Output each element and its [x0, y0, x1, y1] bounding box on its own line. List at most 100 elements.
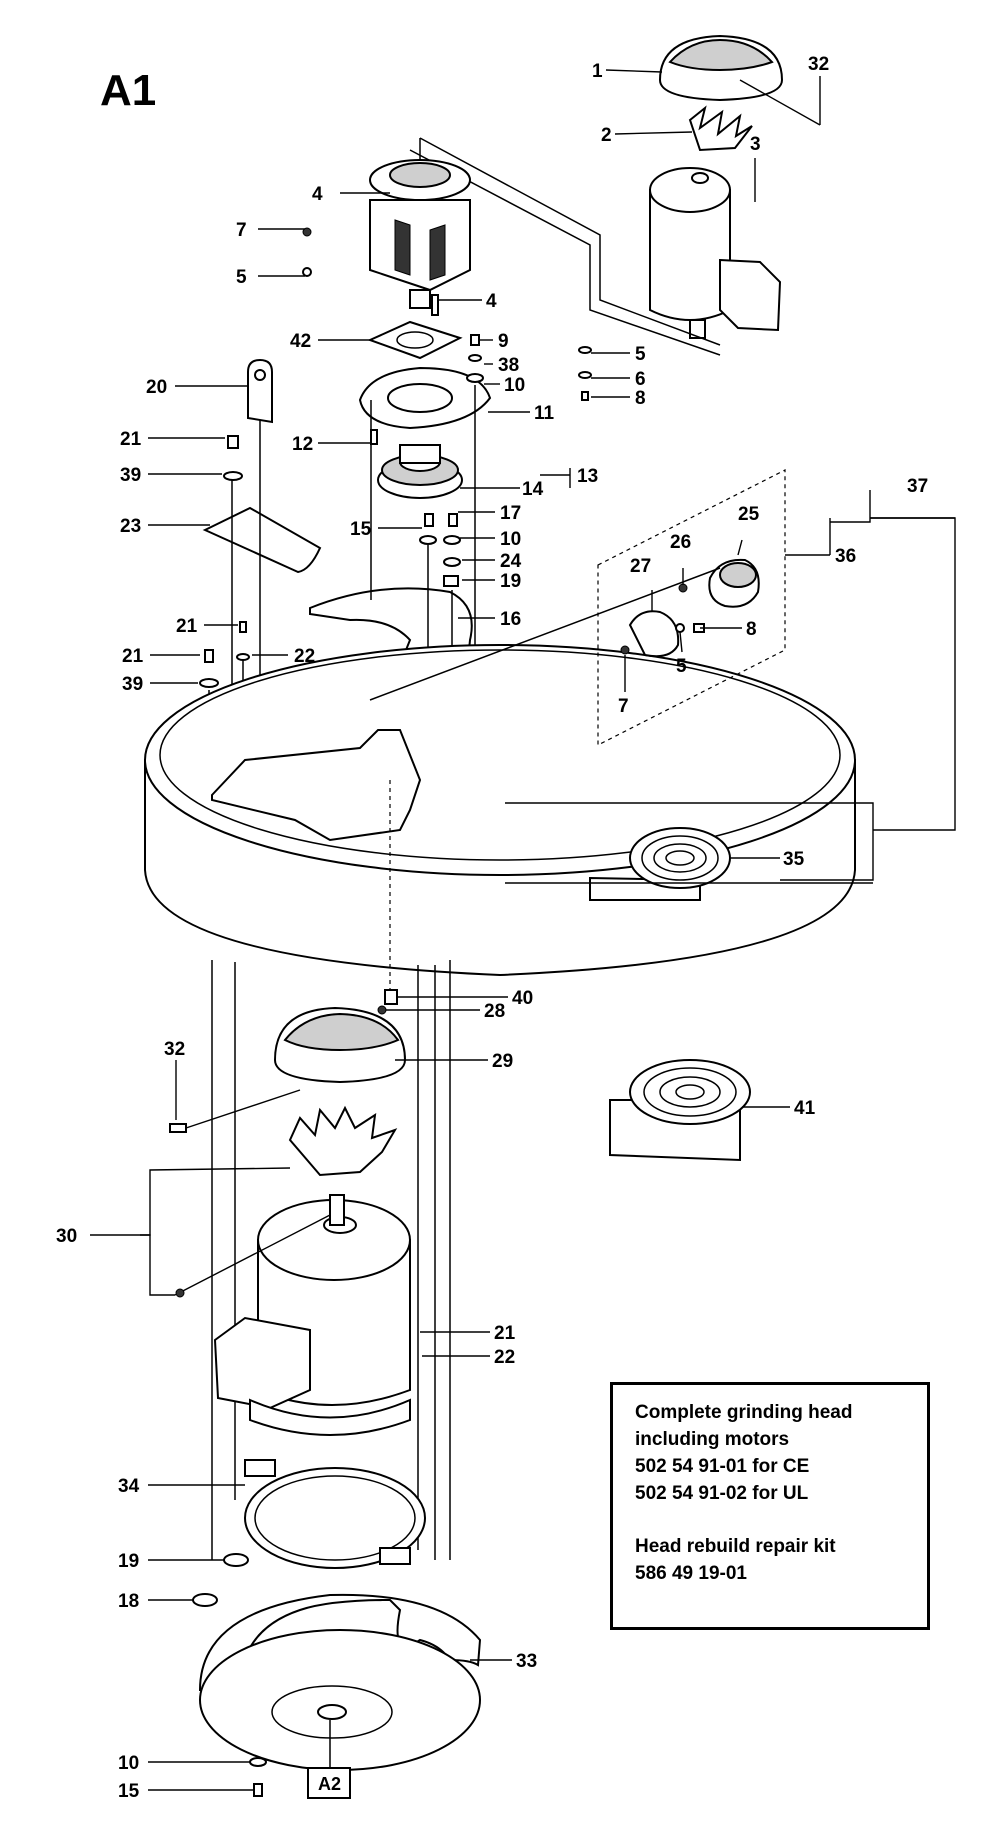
callout-29: 29 — [492, 1051, 513, 1072]
callout-8-right: 8 — [635, 388, 646, 409]
callout-13: 13 — [577, 466, 598, 487]
callout-41: 41 — [794, 1098, 816, 1119]
callout-25: 25 — [738, 504, 760, 525]
info-line-2: including motors — [635, 1429, 790, 1450]
callout-21-c: 21 — [122, 646, 144, 667]
callout-34: 34 — [118, 1476, 140, 1497]
callout-22-top: 22 — [294, 646, 315, 667]
callout-30: 30 — [56, 1226, 77, 1247]
callout-32-lower: 32 — [164, 1039, 185, 1060]
callout-6: 6 — [635, 369, 646, 390]
callout-17: 17 — [500, 503, 521, 524]
callout-18: 18 — [118, 1591, 139, 1612]
base-plate — [198, 1593, 482, 1771]
washer-19 — [223, 1553, 249, 1567]
callout-2: 2 — [601, 125, 612, 146]
kit-info-box: Complete grinding head including motors … — [610, 1382, 930, 1630]
motor-bracket — [358, 366, 492, 430]
link-a2-label[interactable]: A2 — [318, 1774, 341, 1794]
main-motor — [213, 1194, 411, 1436]
sensor-bracket — [384, 989, 398, 1005]
fan-top — [688, 105, 753, 152]
gear-motor — [369, 159, 471, 316]
info-line-4: 502 54 91-02 for UL — [635, 1483, 809, 1504]
callout-37: 37 — [907, 476, 928, 497]
sensor-assembly-box — [597, 469, 786, 746]
callout-11: 11 — [534, 403, 555, 424]
callout-8-sensor: 8 — [746, 619, 757, 640]
callout-19-top: 19 — [500, 571, 521, 592]
callout-26: 26 — [670, 532, 691, 553]
callout-20: 20 — [146, 377, 167, 398]
sensor-parts — [620, 558, 760, 658]
diagram-title: A1 — [100, 66, 156, 115]
callout-24: 24 — [500, 551, 522, 572]
lift-bracket — [247, 358, 273, 424]
fasteners-upper — [302, 227, 592, 587]
bolt-30 — [175, 1288, 185, 1298]
callout-32-top: 32 — [808, 54, 829, 75]
grinding-head-housing — [144, 644, 856, 977]
callout-10-mid: 10 — [500, 529, 521, 550]
callout-19-lower: 19 — [118, 1551, 139, 1572]
callout-28: 28 — [484, 1001, 505, 1022]
link-a2-box[interactable] — [307, 1767, 351, 1799]
sensor-line — [369, 567, 721, 701]
callout-1: 1 — [592, 61, 603, 82]
bolt-15-bottom — [253, 1783, 263, 1797]
callout-21-lower: 21 — [494, 1323, 516, 1344]
callout-42: 42 — [290, 331, 311, 352]
info-line-1: Complete grinding head — [635, 1402, 853, 1423]
callout-5-sensor: 5 — [676, 656, 687, 677]
callout-3: 3 — [750, 134, 761, 155]
wiring-lines-upper — [409, 137, 721, 356]
screw-28 — [377, 1005, 387, 1015]
callout-7-sensor: 7 — [618, 696, 629, 717]
info-line-5: Head rebuild repair kit — [635, 1536, 836, 1557]
callout-38: 38 — [498, 355, 519, 376]
washer-18 — [192, 1593, 218, 1607]
callout-21-b: 21 — [176, 616, 198, 637]
fan-cover-top — [658, 34, 784, 102]
fan-lower — [288, 1105, 398, 1177]
leader-lines — [90, 69, 956, 1791]
callout-39-b: 39 — [122, 674, 143, 695]
callout-36: 36 — [835, 546, 856, 567]
callout-39-a: 39 — [120, 465, 141, 486]
callout-10-top: 10 — [504, 375, 525, 396]
callout-22-lower: 22 — [494, 1347, 515, 1368]
callout-15-bottom: 15 — [118, 1781, 140, 1802]
screw-32-lower — [179, 1089, 301, 1131]
info-spacer — [635, 1507, 905, 1533]
fan-cover-lower — [273, 1006, 407, 1084]
callout-5-right: 5 — [635, 344, 646, 365]
callout-40: 40 — [512, 988, 533, 1009]
callout-21-a: 21 — [120, 429, 142, 450]
callout-15-top: 15 — [350, 519, 372, 540]
sprocket — [377, 444, 463, 499]
callout-10-bottom: 10 — [118, 1753, 139, 1774]
screw-32-head — [169, 1123, 187, 1133]
callout-4-pin: 4 — [486, 291, 497, 312]
small-motor — [649, 167, 782, 339]
callout-7-top: 7 — [236, 220, 247, 241]
callout-12: 12 — [292, 434, 313, 455]
callout-14: 14 — [522, 479, 544, 500]
washer-10-bottom — [249, 1757, 267, 1767]
callout-27: 27 — [630, 556, 651, 577]
motor-bolt — [174, 1214, 331, 1296]
foam-tape-roll-lower — [609, 1059, 751, 1162]
callout-33: 33 — [516, 1651, 537, 1672]
callout-16: 16 — [500, 609, 521, 630]
fasteners-left — [199, 435, 250, 688]
gasket-ring — [244, 1459, 426, 1569]
callout-labels: 1 32 2 3 4 7 5 4 42 9 38 10 11 5 6 8 20 … — [56, 54, 928, 1802]
info-line-3: 502 54 91-01 for CE — [635, 1456, 810, 1477]
callout-4-top: 4 — [312, 184, 323, 205]
callout-5-top: 5 — [236, 267, 247, 288]
callout-23: 23 — [120, 516, 141, 537]
callout-35: 35 — [783, 849, 805, 870]
support-plate — [202, 506, 322, 574]
callout-9: 9 — [498, 331, 509, 352]
